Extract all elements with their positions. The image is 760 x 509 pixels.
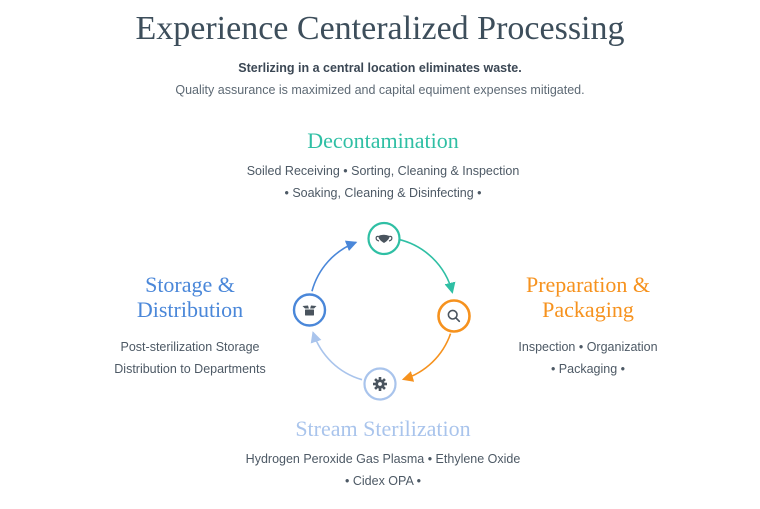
box-flap-left (302, 305, 309, 309)
mask-body (378, 234, 390, 243)
process-cycle-diagram (292, 221, 471, 401)
stage-details-storage-distribution: Post-sterilization Storage Distribution … (65, 336, 315, 380)
gear-icon (373, 377, 387, 391)
gear-tooth (378, 387, 382, 391)
search-handle (455, 317, 461, 323)
search-icon (447, 309, 461, 323)
mask-strap-right (388, 235, 393, 242)
mask-strap-left (375, 235, 380, 242)
stage-details-preparation-packaging: Inspection • Organization • Packaging • (463, 336, 713, 380)
box-body (305, 309, 314, 316)
stage-detail-line: Inspection • Organization (518, 340, 658, 354)
page-title: Experience Centeralized Processing (135, 10, 625, 47)
sterilization-node (363, 367, 397, 401)
preparation-node (437, 299, 471, 333)
box-icon (302, 305, 317, 316)
arc-preparation-to-sterilization (401, 333, 452, 382)
stage-details-stream-sterilization: Hydrogen Peroxide Gas Plasma • Ethylene … (208, 448, 558, 492)
stage-title-preparation-packaging: Preparation & Packaging (525, 272, 651, 322)
mask-icon (375, 234, 393, 243)
stage-title-decontamination: Decontamination (307, 128, 459, 153)
stage-detail-line: Post-sterilization Storage (120, 340, 260, 354)
gear-hole (378, 382, 382, 386)
stage-details-decontamination: Soiled Receiving • Sorting, Cleaning & I… (208, 160, 558, 204)
stage-detail-line: Distribution to Departments (114, 362, 266, 376)
stage-detail-line: Hydrogen Peroxide Gas Plasma • Ethylene … (245, 452, 521, 466)
stage-detail-line: • Packaging • (550, 362, 626, 376)
storage-node (292, 293, 327, 327)
stage-detail-line: • Cidex OPA • (345, 474, 421, 488)
subtitle-bold: Sterlizing in a central location elimina… (238, 61, 522, 75)
stage-title-stream-sterilization: Stream Sterilization (295, 416, 471, 441)
stage-detail-line: Soiled Receiving • Sorting, Cleaning & I… (246, 164, 520, 178)
gear-tooth (378, 377, 382, 381)
arc-decontamination-to-preparation (396, 238, 456, 294)
decontamination-node (367, 221, 401, 256)
search-lens (447, 309, 458, 320)
arc-sterilization-to-storage (310, 331, 363, 381)
stage-title-storage-distribution: Storage & Distribution (136, 272, 244, 322)
stage-detail-line: • Soaking, Cleaning & Disinfecting • (284, 186, 482, 200)
preparation-node-circle (437, 299, 471, 333)
box-flap-right (310, 305, 317, 309)
subtitle: Quality assurance is maximized and capit… (175, 83, 585, 97)
arc-storage-to-decontamination (311, 240, 358, 292)
